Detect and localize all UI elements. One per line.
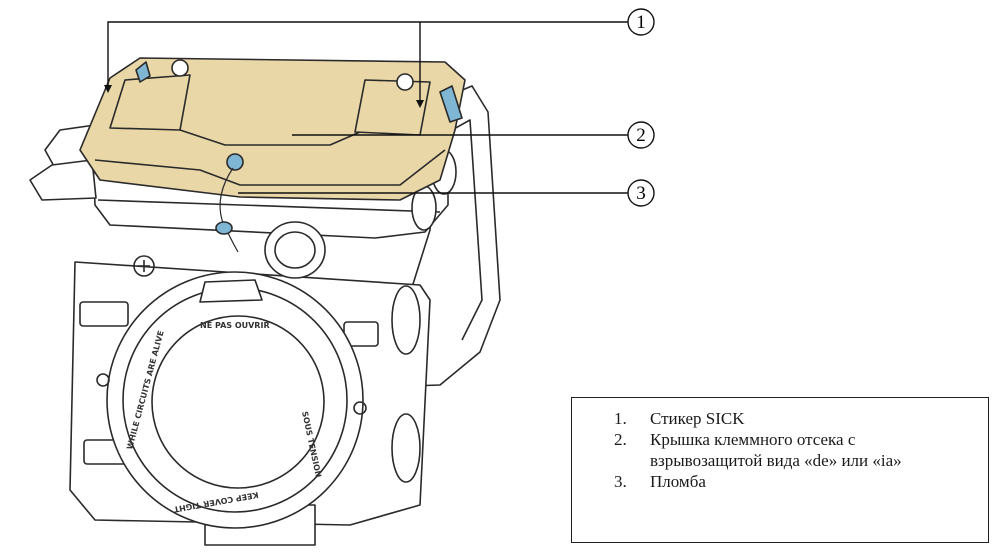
housing-seam bbox=[97, 199, 441, 213]
legend-item-text: Крышка клеммного отсека с взрывозащитой … bbox=[650, 430, 902, 470]
cover-center-ridge bbox=[179, 129, 361, 146]
legend-item-number: 1. bbox=[614, 409, 627, 428]
bracket-inner-edge bbox=[451, 119, 483, 341]
callout-circle-2 bbox=[627, 121, 655, 149]
legend-item: 1. Стикер SICK bbox=[614, 408, 902, 429]
legend-item-number: 3. bbox=[614, 472, 627, 491]
sick-sticker-right bbox=[439, 85, 463, 123]
display-window bbox=[151, 315, 325, 489]
side-screw-right bbox=[353, 401, 367, 415]
leader-line-1a bbox=[107, 21, 628, 85]
right-boss-top bbox=[391, 285, 421, 355]
seal-wire bbox=[219, 167, 239, 253]
cover-lower-edge bbox=[94, 149, 446, 186]
leader-arrow-1b bbox=[416, 100, 424, 108]
callout-number-1: 1 bbox=[636, 12, 646, 33]
legend-item: 2. Крышка клеммного отсека с взрывозащит… bbox=[614, 429, 902, 471]
cable-gland-left-bottom bbox=[29, 159, 97, 201]
callout-circle-3 bbox=[627, 179, 655, 207]
cover-screw-center bbox=[226, 153, 244, 171]
terminal-cover bbox=[79, 57, 466, 201]
legend-item-text: Пломба bbox=[650, 472, 706, 491]
ground-screw-left bbox=[133, 255, 155, 277]
legend-box: 1. Стикер SICK 2. Крышка клеммного отсек… bbox=[571, 397, 989, 543]
callout-circle-1 bbox=[627, 8, 655, 36]
cover-tab bbox=[199, 279, 263, 303]
cover-screw-right bbox=[396, 73, 414, 91]
legend-item-number: 2. bbox=[614, 430, 627, 449]
display-cover-outer bbox=[106, 271, 364, 529]
right-boss-bottom bbox=[391, 413, 421, 483]
callout-number-3: 3 bbox=[636, 183, 646, 204]
legend-item-text: Стикер SICK bbox=[650, 409, 745, 428]
side-screw-left bbox=[96, 373, 110, 387]
callout-number-2: 2 bbox=[636, 125, 646, 146]
leader-arrow-1a bbox=[104, 85, 112, 93]
seal bbox=[215, 221, 233, 235]
cover-screw-left bbox=[171, 59, 189, 77]
cable-gland-center bbox=[264, 221, 326, 279]
legend-list: 1. Стикер SICK 2. Крышка клеммного отсек… bbox=[614, 408, 902, 492]
ring-label-top: NE PAS OUVRIR bbox=[200, 321, 270, 330]
left-port-top bbox=[79, 301, 129, 327]
sick-sticker-left bbox=[135, 61, 151, 83]
cable-gland-center-inner bbox=[274, 231, 316, 269]
legend-item: 3. Пломба bbox=[614, 471, 902, 492]
